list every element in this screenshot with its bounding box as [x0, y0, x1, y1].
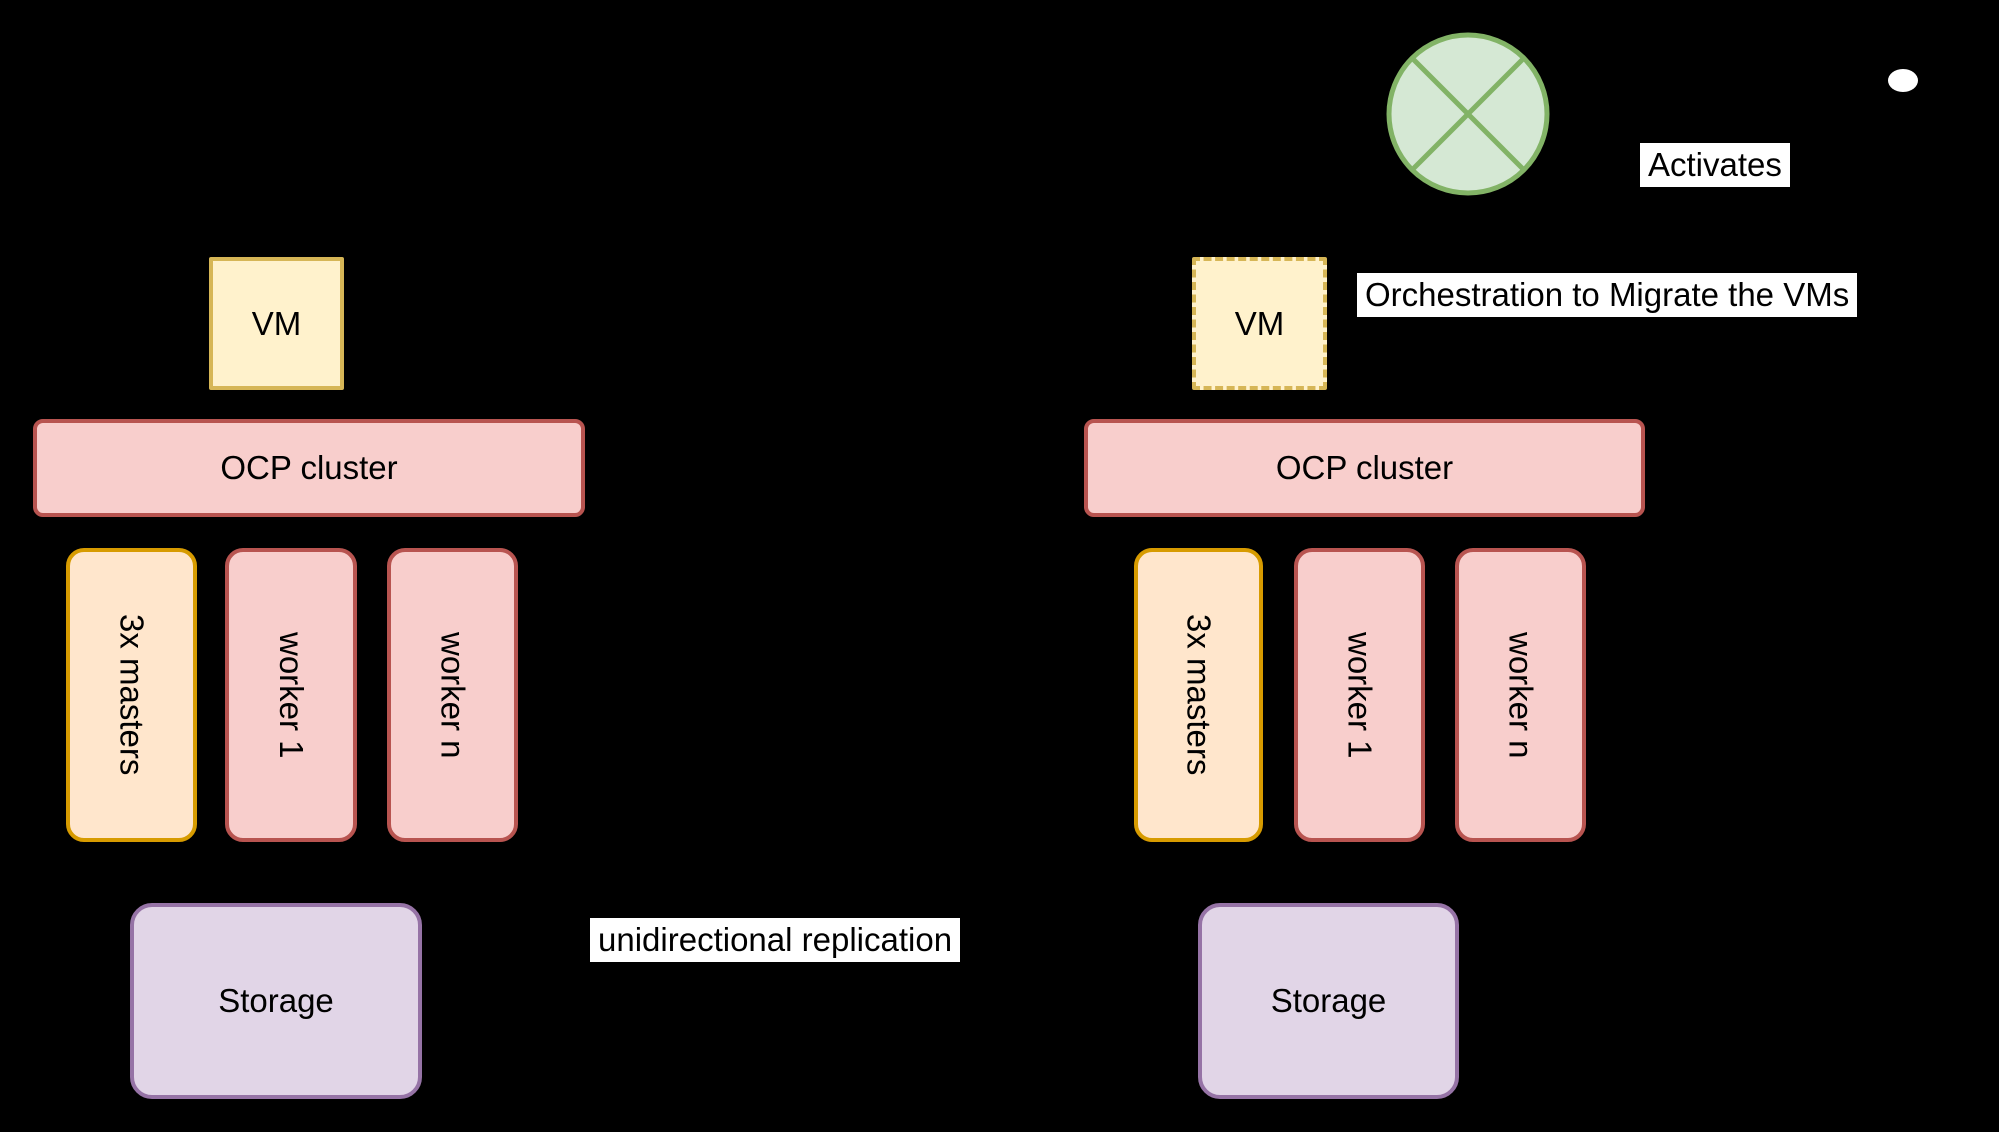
masters-box-left: 3x masters — [66, 548, 197, 842]
workern-label-right: worker n — [1502, 631, 1540, 759]
ocp-cluster-box-left: OCP cluster — [33, 419, 585, 517]
worker1-box-right: worker 1 — [1294, 548, 1425, 842]
orchestration-label: Orchestration to Migrate the VMs — [1357, 273, 1858, 317]
workern-box-left: worker n — [387, 548, 518, 842]
ocp-cluster-box-right: OCP cluster — [1084, 419, 1645, 517]
storage-box-right: Storage — [1198, 903, 1459, 1099]
masters-label-right: 3x masters — [1180, 614, 1218, 776]
worker1-label-right: worker 1 — [1341, 631, 1379, 759]
storage-box-left: Storage — [130, 903, 422, 1099]
arrow-endpoint-dot-icon — [1888, 69, 1918, 92]
replication-label: unidirectional replication — [590, 918, 961, 962]
workern-label-left: worker n — [434, 631, 472, 759]
storage-label-right: Storage — [1270, 982, 1387, 1019]
masters-label-left: 3x masters — [113, 614, 151, 776]
ocp-cluster-label-right: OCP cluster — [1275, 449, 1454, 486]
vm-box-left: VM — [209, 257, 344, 390]
vm-box-right-migrated: VM — [1192, 257, 1327, 390]
ocp-cluster-label-left: OCP cluster — [220, 449, 398, 486]
worker1-box-left: worker 1 — [225, 548, 357, 842]
storage-label-left: Storage — [218, 982, 334, 1019]
masters-box-right: 3x masters — [1134, 548, 1263, 842]
worker1-label-left: worker 1 — [273, 631, 310, 759]
activates-label: Activates — [1640, 143, 1790, 187]
vm-label-right: VM — [1234, 304, 1285, 342]
workern-box-right: worker n — [1455, 548, 1586, 842]
vm-label-left: VM — [251, 304, 302, 342]
crossed-circle-icon — [1386, 32, 1550, 196]
